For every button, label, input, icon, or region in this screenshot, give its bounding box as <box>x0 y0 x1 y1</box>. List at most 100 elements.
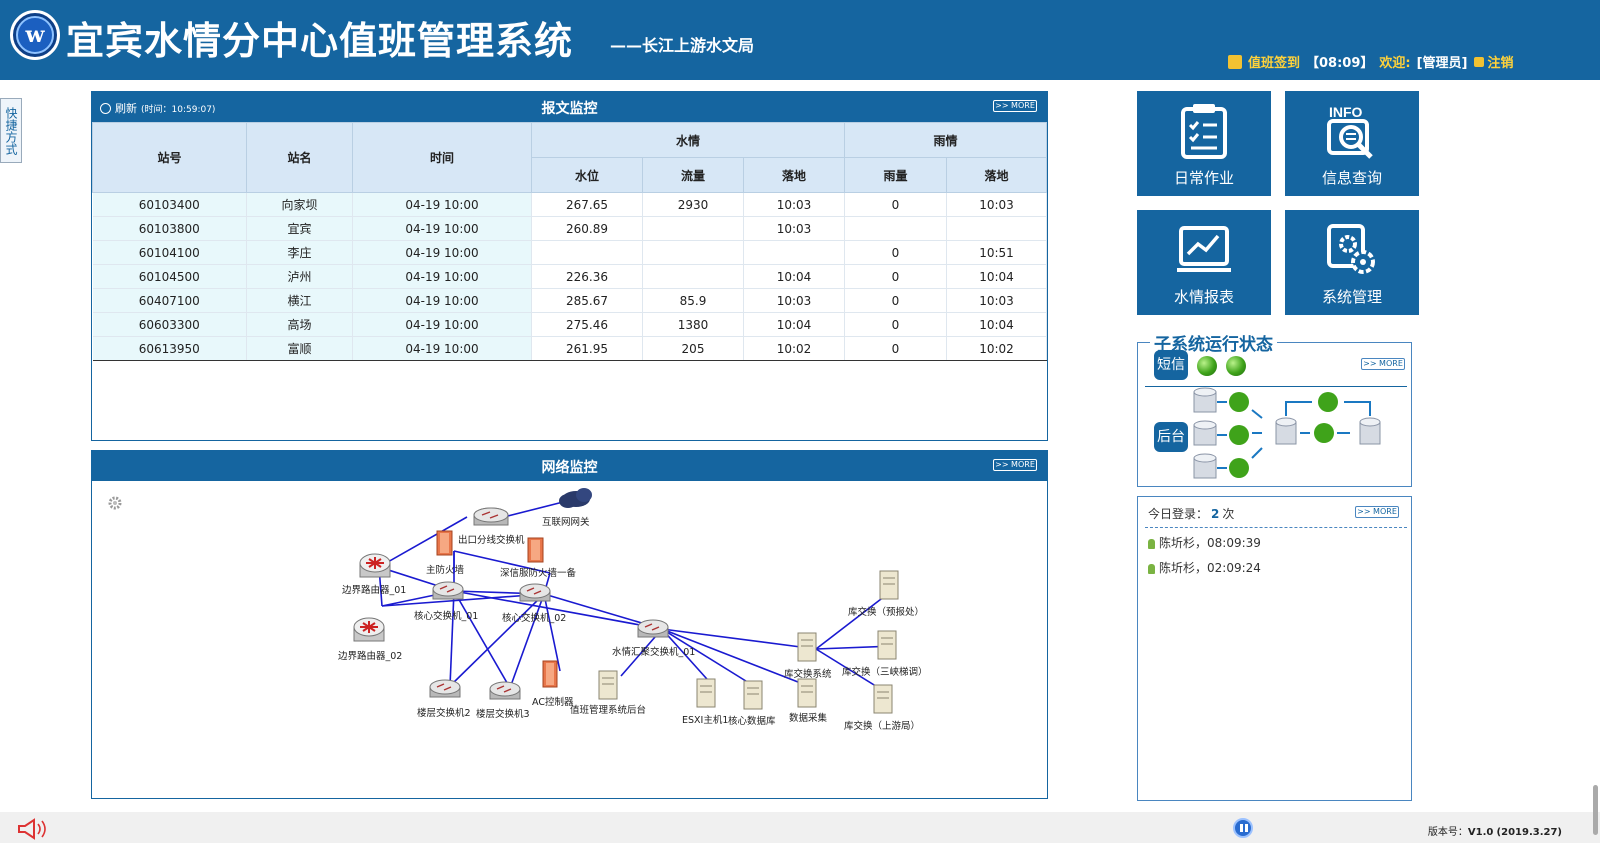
page-scrollbar[interactable] <box>1593 785 1598 835</box>
cell-water-land: 10:03 <box>743 192 845 217</box>
floor-switch-2-icon[interactable] <box>429 679 461 698</box>
col-rainfall[interactable]: 雨量 <box>844 157 947 193</box>
tile-info-badge: INFO <box>1329 104 1363 120</box>
floor-switch-3-icon[interactable] <box>489 681 521 700</box>
col-rain-land[interactable]: 落地 <box>946 157 1047 193</box>
node-backup-firewall-label: 深信服防火墙一备 <box>500 567 577 579</box>
duty-signin-link[interactable]: 值班签到 <box>1248 56 1301 71</box>
version-date: (2019.3.27) <box>1496 827 1562 838</box>
tile-daily-work[interactable]: 日常作业 <box>1137 91 1271 196</box>
exit-switch-icon[interactable] <box>473 507 509 526</box>
cell-water-level: 226.36 <box>531 264 643 289</box>
backend-status-2-icon <box>1229 425 1249 445</box>
esxi-server-icon[interactable] <box>696 678 716 708</box>
tile-info-query[interactable]: INFO 信息查询 <box>1285 91 1419 196</box>
cell-water-land: 10:03 <box>743 288 845 313</box>
cell-water-level: 275.46 <box>531 312 643 337</box>
pause-button[interactable] <box>1233 818 1253 838</box>
lib-three-gorges-server-icon[interactable] <box>877 630 897 660</box>
login-divider <box>1145 527 1407 528</box>
cell-rainfall: 0 <box>844 264 947 289</box>
tile-water-report-label: 水情报表 <box>1173 288 1234 306</box>
ac-controller-icon[interactable] <box>542 660 558 688</box>
message-more-button[interactable]: >> MORE <box>993 100 1037 112</box>
cell-station-name: 向家坝 <box>246 192 353 217</box>
cell-water-land <box>743 240 845 265</box>
main-firewall-icon[interactable] <box>436 530 453 556</box>
data-collect-server-icon[interactable] <box>797 678 817 708</box>
node-core-switch-2-label: 核心交换机_02 <box>502 612 566 624</box>
tile-system-admin[interactable]: 系统管理 <box>1285 210 1419 315</box>
clipboard-checklist-icon <box>1181 104 1227 159</box>
duty-time: 【08:09】 <box>1306 56 1374 71</box>
tile-water-report[interactable]: 水情报表 <box>1137 210 1271 315</box>
core-database-server-icon[interactable] <box>743 680 763 710</box>
cell-rain-land: 10:03 <box>946 192 1047 217</box>
cell-water-level: 261.95 <box>531 336 643 361</box>
cell-station-no: 60103400 <box>92 192 247 217</box>
col-station-no[interactable]: 站号 <box>92 122 247 193</box>
signin-icon <box>1228 54 1242 69</box>
node-core-switch-1-label: 核心交换机_01 <box>414 610 478 622</box>
quick-access-tab[interactable]: 快捷方式 <box>0 98 22 163</box>
node-floor-switch-2-label: 楼层交换机2 <box>417 707 471 719</box>
announcement-megaphone-icon[interactable] <box>16 818 48 840</box>
cell-station-name: 泸州 <box>246 264 353 289</box>
backup-firewall-icon[interactable] <box>527 537 544 563</box>
cell-rainfall: 0 <box>844 336 947 361</box>
cell-station-no: 60613950 <box>92 336 247 361</box>
login-panel <box>1137 496 1412 801</box>
message-monitor-title: 报文监控 <box>541 101 598 117</box>
cell-rain-land: 10:51 <box>946 240 1047 265</box>
lib-forecast-server-icon[interactable] <box>879 570 899 600</box>
login-more-button[interactable]: >> MORE <box>1355 506 1399 518</box>
core-switch-2-icon[interactable] <box>519 583 551 602</box>
login-unit: 次 <box>1222 507 1235 521</box>
sms-status-2-icon <box>1226 356 1246 376</box>
app-subtitle: ——长江上游水文局 <box>610 36 755 55</box>
cell-time: 04-19 10:00 <box>352 264 532 289</box>
cell-flow: 1380 <box>642 312 744 337</box>
duty-backend-server-icon[interactable] <box>598 670 618 700</box>
core-switch-1-icon[interactable] <box>432 581 464 600</box>
network-more-button[interactable]: >> MORE <box>993 459 1037 471</box>
node-border-router-2-label: 边界路由器_02 <box>338 650 402 662</box>
subsystem-more-button[interactable]: >> MORE <box>1361 358 1405 370</box>
cell-station-name: 宜宾 <box>246 216 353 241</box>
border-router-1-icon[interactable] <box>359 553 391 578</box>
tile-info-query-label: 信息查询 <box>1321 169 1382 187</box>
node-lib-system-label: 库交换系统 <box>784 668 832 680</box>
cell-station-name: 富顺 <box>246 336 353 361</box>
lib-system-server-icon[interactable] <box>797 632 817 662</box>
diagram-settings-icon[interactable] <box>108 496 122 510</box>
col-water-level[interactable]: 水位 <box>531 157 643 193</box>
subsystem-divider <box>1145 386 1407 387</box>
node-lib-upstream-label: 库交换（上游局） <box>844 720 920 732</box>
col-flow[interactable]: 流量 <box>642 157 744 193</box>
lib-upstream-server-icon[interactable] <box>873 684 893 714</box>
refresh-time: (时间：10:59:07) <box>141 104 216 115</box>
logout-link[interactable]: 注销 <box>1487 56 1514 71</box>
cell-rain-land: 10:03 <box>946 288 1047 313</box>
tile-system-admin-label: 系统管理 <box>1321 288 1382 306</box>
col-station-name[interactable]: 站名 <box>246 122 353 193</box>
water-switch-icon[interactable] <box>637 619 669 638</box>
internet-cloud-icon[interactable] <box>559 488 592 508</box>
cell-time: 04-19 10:00 <box>352 312 532 337</box>
border-router-2-icon[interactable] <box>353 617 385 642</box>
col-water-land[interactable]: 落地 <box>743 157 845 193</box>
refresh-label: 刷新 <box>115 102 137 115</box>
login-count: 2 <box>1211 507 1220 521</box>
refresh-button[interactable]: 刷新 (时间：10:59:07) <box>100 100 215 116</box>
backend-db-icons <box>1193 387 1381 479</box>
cell-water-land: 10:04 <box>743 264 845 289</box>
col-time[interactable]: 时间 <box>352 122 532 193</box>
backend-flow-arrows <box>1217 401 1371 469</box>
